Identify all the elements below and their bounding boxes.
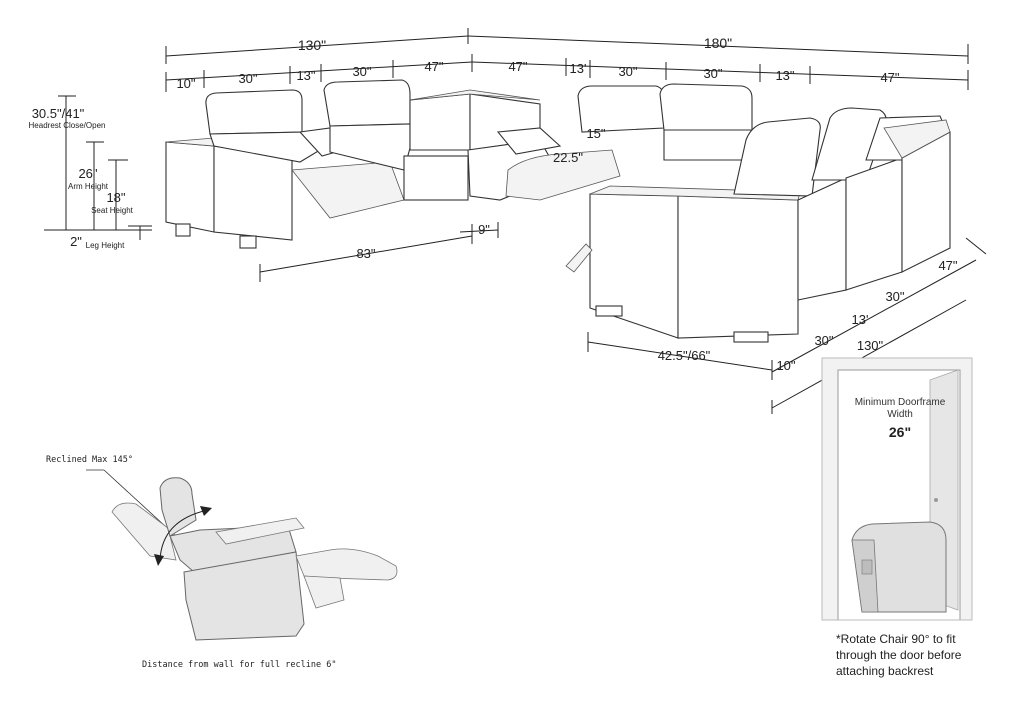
dim-right-total: 130" — [857, 338, 884, 353]
dim-inner-15: 15" — [586, 126, 605, 141]
caption-leg: Leg Height — [86, 241, 125, 250]
dim-top-seg: 47" — [424, 59, 443, 74]
dim-top-seg: 13" — [775, 68, 794, 83]
dim-right-seg: 30" — [814, 333, 833, 348]
caption-arm: Arm Height — [68, 182, 109, 191]
dim-top-seg: 30" — [618, 64, 637, 79]
dim-top-seg: 10" — [176, 76, 195, 91]
recliner-illustration — [86, 469, 398, 641]
dim-right-seg: 30" — [885, 289, 904, 304]
top-dimension-lines — [165, 28, 969, 92]
dim-arm-height: 26" — [78, 166, 97, 181]
dim-right-seg: 13' — [852, 312, 869, 327]
sectional-sofa-drawing — [165, 79, 951, 343]
dim-right-seg: 47" — [938, 258, 957, 273]
lower-dimension-lines — [259, 222, 987, 414]
dim-top-total-right: 180" — [704, 35, 732, 51]
dim-top-seg: 30" — [352, 64, 371, 79]
dim-headrest-height: 30.5"/41" — [32, 106, 85, 121]
dim-top-seg: 13' — [570, 61, 587, 76]
dim-front-depth: 42.5"/66" — [658, 348, 711, 363]
dim-top-seg: 47" — [508, 59, 527, 74]
doorframe-note-line2: through the door before — [836, 648, 962, 662]
doorframe-note-line3: attaching backrest — [836, 664, 934, 678]
height-dimension-lines — [44, 95, 152, 240]
dim-top-seg: 47" — [880, 70, 899, 85]
dim-leg-height: 2" — [70, 234, 82, 249]
dim-inner-22-5: 22.5" — [553, 150, 583, 165]
dim-top-seg: 30" — [238, 71, 257, 86]
recline-max-label: Reclined Max 145° — [46, 455, 133, 465]
caption-seat: Seat Height — [91, 206, 134, 215]
doorframe-title-line1: Minimum Doorframe — [855, 397, 946, 408]
dim-top-seg: 30" — [703, 66, 722, 81]
top-segment-labels: 10" 30" 13" 30" 47" 47" 13' 30" 30" 13" … — [176, 59, 899, 91]
doorframe-title-line2: Width — [887, 409, 913, 420]
caption-headrest: Headrest Close/Open — [29, 121, 106, 130]
dim-right-seg: 10" — [776, 358, 795, 373]
doorframe-note-line1: *Rotate Chair 90° to fit — [836, 632, 956, 646]
dim-top-seg: 13" — [296, 68, 315, 83]
recline-wall-note: Distance from wall for full recline 6" — [142, 660, 336, 670]
right-segment-labels: 10" 30" 13' 30" 47" — [776, 258, 957, 373]
dim-gap-9: 9" — [478, 222, 490, 237]
doorframe-width: 26" — [889, 424, 911, 440]
dim-seat-height: 18" — [106, 190, 125, 205]
dim-depth-83: 83" — [356, 246, 375, 261]
dim-top-total-left: 130" — [298, 37, 326, 53]
doorframe-illustration — [821, 357, 973, 621]
